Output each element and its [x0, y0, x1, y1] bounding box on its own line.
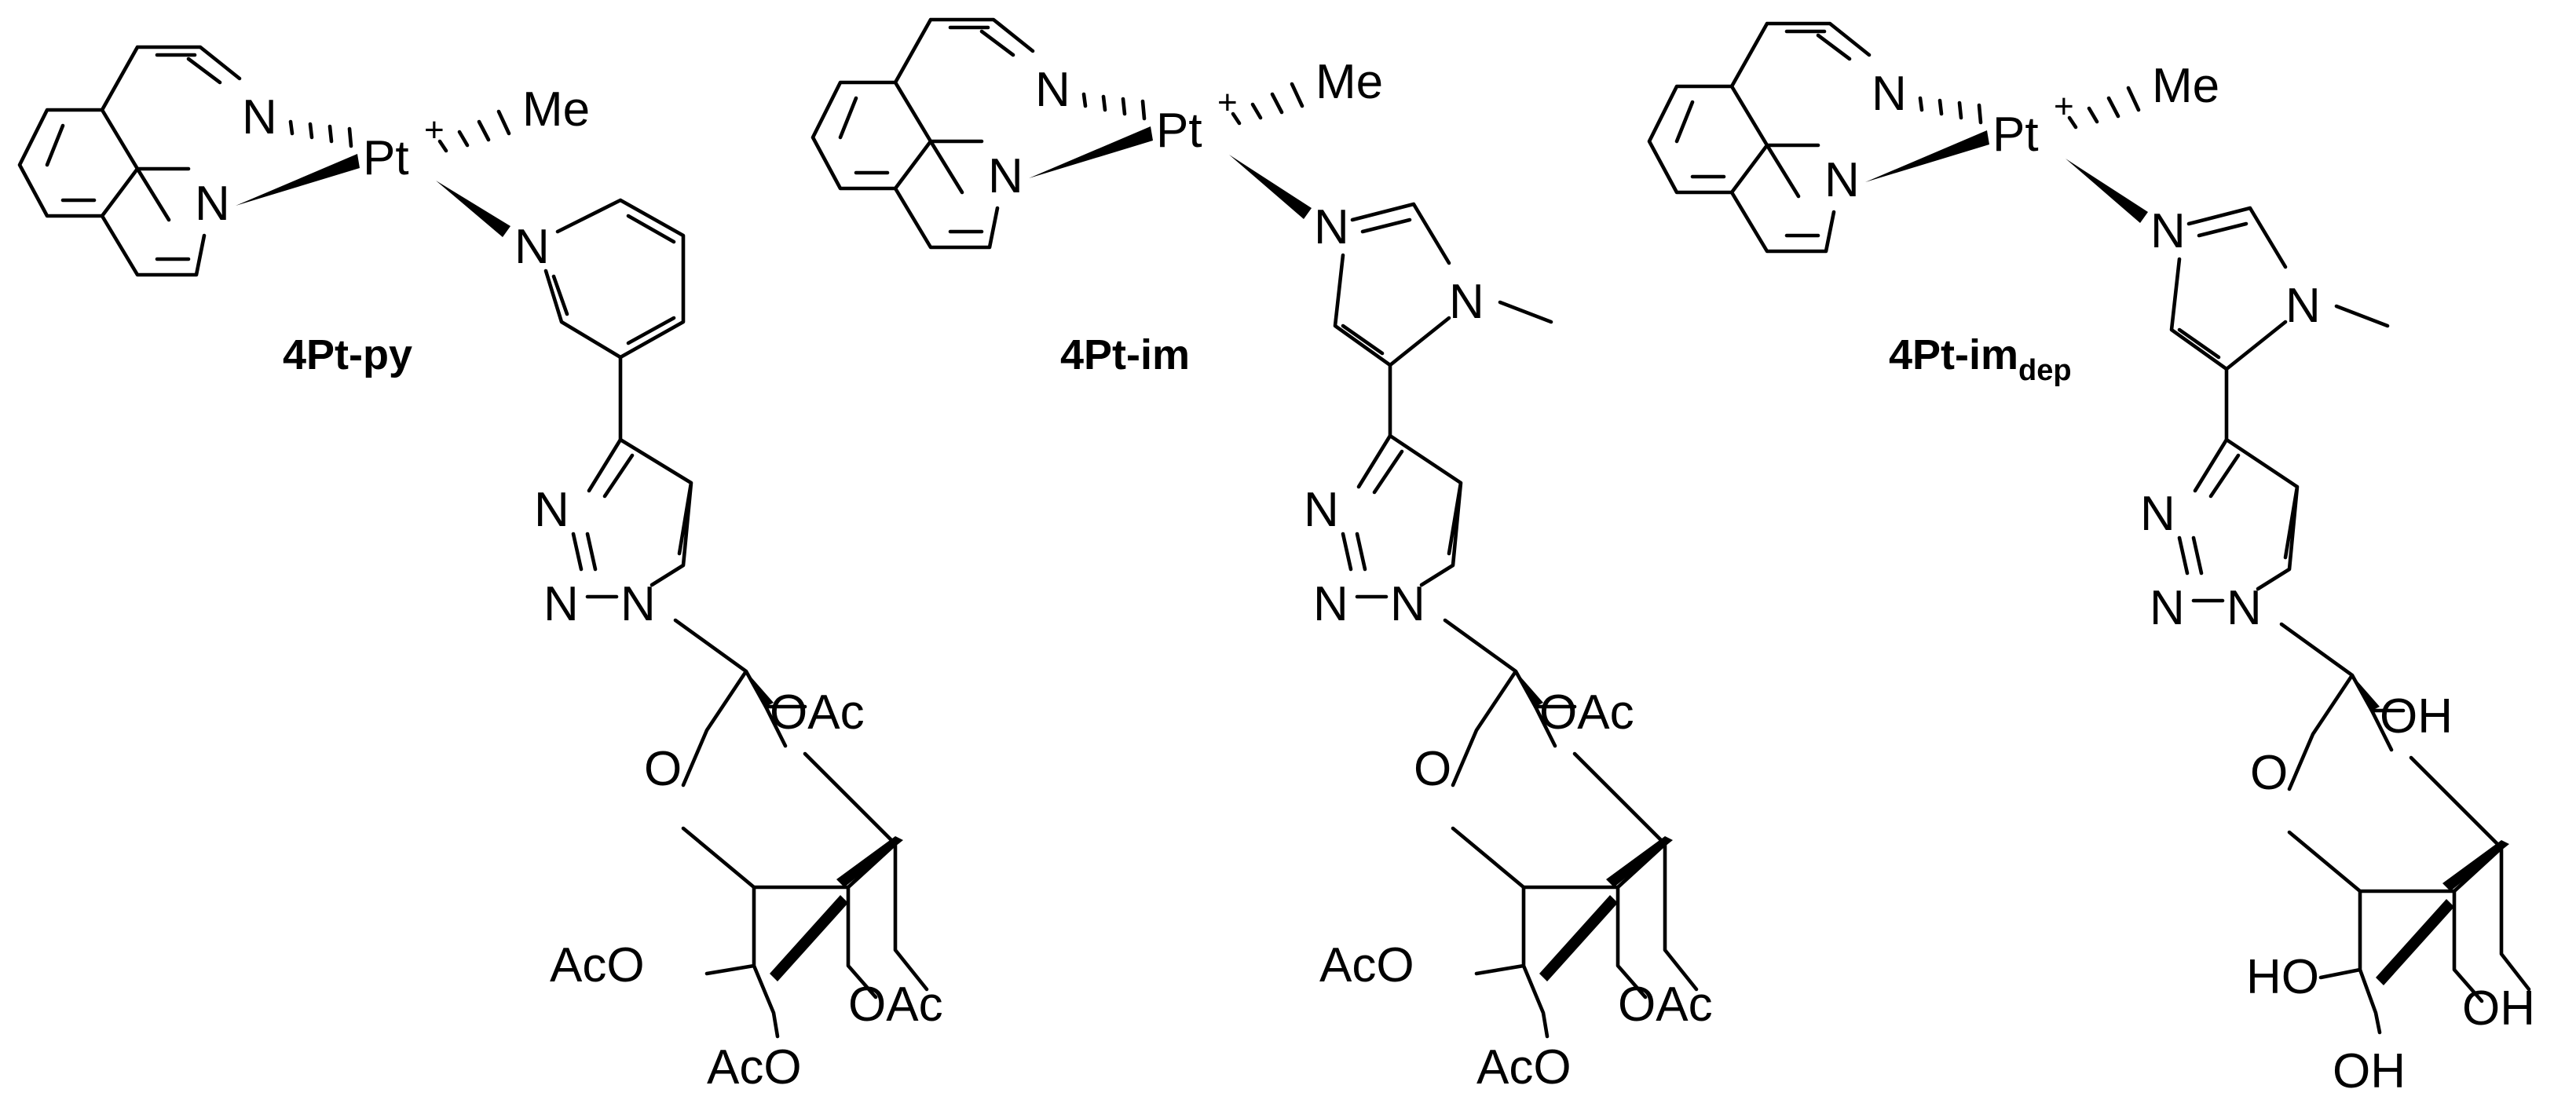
- imidazole-n1: N: [2285, 279, 2321, 333]
- imidazole-n1: N: [1449, 275, 1484, 329]
- wedge-bond-pt-imidazole: [2066, 159, 2148, 223]
- substituent-aco-bottom: AcO: [707, 1040, 802, 1095]
- label-main: 4Pt-py: [283, 331, 412, 378]
- substituent-oh-top: OH: [2380, 689, 2453, 744]
- triazole-n2: N: [2150, 581, 2185, 635]
- substituent-aco-left: AcO: [550, 938, 645, 992]
- sugar-ring: [2279, 622, 2504, 894]
- imidazole-ring: [2169, 206, 2390, 371]
- triazole-n2: N: [1313, 577, 1348, 631]
- methyl-label: Me: [522, 82, 590, 137]
- substituent-oac-right: OAc: [1618, 978, 1713, 1032]
- label-main: 4Pt-im: [1889, 331, 2018, 378]
- substituent-aco-bottom: AcO: [1476, 1040, 1572, 1095]
- methyl-label: Me: [2152, 59, 2219, 113]
- compound-4pt-py: N N Pt + Me N N N N: [17, 45, 943, 1095]
- compound-4pt-im: N N Pt + Me N N N N N: [810, 17, 1713, 1095]
- hashed-bond-pt-me: [437, 109, 511, 153]
- substituent-oac-top: OAc: [770, 685, 865, 740]
- compound-label-4pt-py: 4Pt-py: [283, 331, 412, 378]
- phenanthroline-ring: [810, 17, 1035, 250]
- phen-n-upper: N: [1872, 67, 1907, 121]
- imidazole-n3: N: [2150, 204, 2186, 258]
- hashed-bond-pt-n-upper: [288, 119, 353, 148]
- imidazole-ring: [1333, 202, 1553, 367]
- triazole-ring: [2193, 437, 2300, 591]
- substituent-oh-right: OH: [2462, 981, 2535, 1036]
- phen-n-upper: N: [242, 90, 277, 144]
- wedge-bond-pt-n-lower: [1865, 130, 1989, 182]
- triazole-n3: N: [620, 577, 656, 631]
- triazole-n1: N: [534, 483, 569, 537]
- ring-oxygen: O: [2250, 746, 2288, 800]
- label-subscript: dep: [2018, 354, 2072, 387]
- ring-oxygen: O: [644, 742, 682, 796]
- wedge-bond-pt-pyridine: [436, 181, 510, 237]
- triazole-n1: N: [1304, 483, 1339, 537]
- metal-pt: Pt: [1992, 108, 2039, 162]
- triazole-n2: N: [543, 577, 579, 631]
- triazole-ring: [587, 437, 693, 587]
- methyl-label: Me: [1315, 55, 1383, 109]
- compound-4pt-im-dep: N N Pt + Me N N N N N: [1647, 21, 2535, 1098]
- ring-oxygen: O: [1414, 742, 1451, 796]
- phen-n-upper: N: [1035, 63, 1070, 117]
- label-main: 4Pt-im: [1060, 331, 1190, 378]
- phen-n-lower: N: [195, 177, 230, 231]
- hashed-bond-pt-n-upper: [1918, 96, 1983, 125]
- metal-pt: Pt: [363, 131, 409, 185]
- triazole-ring: [1356, 433, 1463, 587]
- substituent-aco-left: AcO: [1319, 938, 1414, 992]
- phenanthroline-ring: [17, 45, 242, 277]
- triazole-n3: N: [2227, 581, 2262, 635]
- phenanthroline-ring: [1647, 21, 1872, 254]
- metal-pt: Pt: [1156, 104, 1202, 158]
- wedge-bond-pt-n-lower: [236, 154, 360, 206]
- phen-n-lower: N: [1824, 153, 1860, 207]
- substituent-oac-right: OAc: [848, 978, 943, 1032]
- hashed-bond-pt-n-upper: [1081, 92, 1147, 121]
- compound-label-4pt-im-dep: 4Pt-imdep: [1889, 331, 2072, 387]
- wedge-bond-pt-n-lower: [1029, 126, 1153, 178]
- phen-n-lower: N: [988, 149, 1023, 203]
- pyridine-ring: [543, 198, 686, 360]
- imidazole-n3: N: [1314, 200, 1349, 254]
- hashed-bond-pt-me: [2067, 86, 2141, 130]
- triazole-n1: N: [2140, 487, 2175, 541]
- pyridine-n: N: [514, 220, 550, 274]
- sugar-ring: [1443, 618, 1667, 890]
- substituent-oh-bottom: OH: [2333, 1044, 2406, 1098]
- hashed-bond-pt-me: [1231, 82, 1304, 126]
- compound-label-4pt-im: 4Pt-im: [1060, 331, 1190, 378]
- triazole-n3: N: [1390, 577, 1425, 631]
- substituent-ho-left: HO: [2246, 950, 2319, 1004]
- substituent-oac-top: OAc: [1539, 685, 1634, 740]
- wedge-bond-pt-imidazole: [1229, 155, 1312, 219]
- sugar-ring: [673, 618, 898, 890]
